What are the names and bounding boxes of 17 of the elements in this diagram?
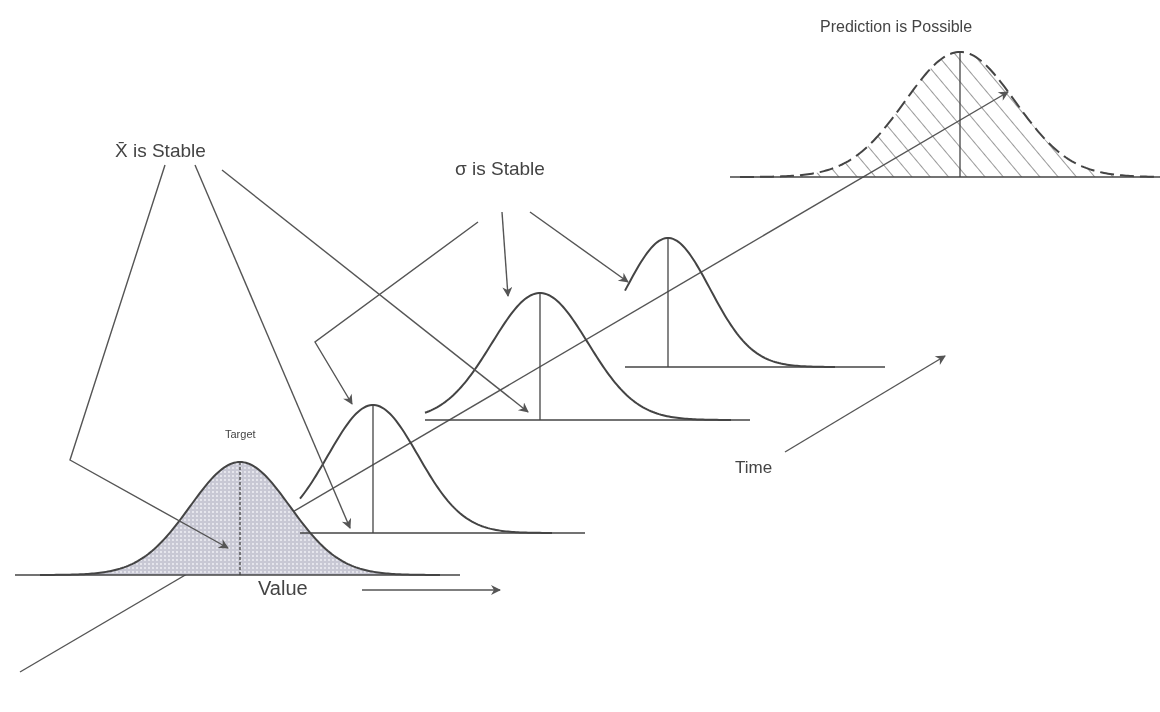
bell-curve-drawing (300, 401, 585, 537)
callout-label: X̄ is Stable (115, 140, 206, 162)
leader-arrow (314, 221, 479, 405)
leader-arrow (69, 164, 229, 549)
axis-label: Value (258, 577, 308, 600)
target-label: Target (225, 428, 256, 440)
callout-label: σ is Stable (455, 158, 545, 180)
leader-arrow (194, 164, 352, 529)
leader-arrow (221, 169, 529, 413)
caption-label: Prediction is Possible (820, 18, 973, 36)
bell-curve-drawing (15, 458, 460, 579)
leader-arrow (529, 211, 629, 283)
axis-label: Time (735, 458, 773, 478)
bell-curve-drawing (730, 48, 1160, 181)
leader-arrow (501, 211, 513, 297)
bell-curve-drawing (625, 234, 885, 371)
bell-curve-drawing (425, 289, 750, 424)
